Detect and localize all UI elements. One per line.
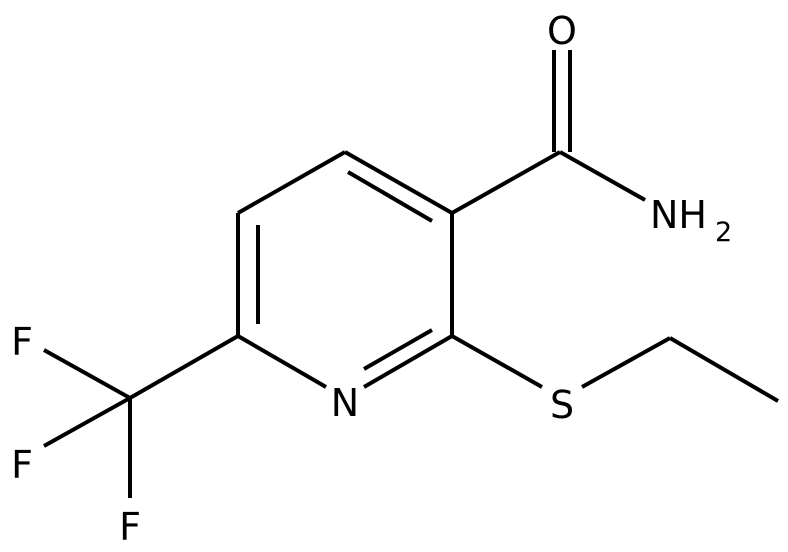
bond-n1-c2: [362, 334, 454, 389]
bond-c2-s: [451, 334, 543, 389]
pyridine-ring: [236, 150, 454, 389]
bond-c4-c5: [237, 150, 346, 215]
ring-nitrogen-label: N: [331, 381, 359, 425]
bond-c-f1: [43, 348, 131, 400]
bond-ch2-ch3: [668, 336, 780, 403]
bond-c4-c3-inner: [346, 170, 434, 223]
fluorine-label-3: F: [119, 505, 141, 549]
bond-carbonyl-n: [559, 150, 646, 202]
oxygen-label: O: [547, 9, 577, 53]
bond-n1-c2-inner: [363, 328, 433, 371]
bond-c-f2: [43, 396, 131, 448]
trifluoromethyl-group: [43, 334, 239, 498]
amide-subscript-label: 2: [715, 217, 732, 248]
fluorine-label-2: F: [11, 443, 33, 487]
amide-nh-label: NH: [650, 193, 707, 237]
ethylthio-group: [451, 334, 780, 403]
bond-c4-c3: [344, 150, 453, 215]
sulfur-label: S: [550, 383, 574, 427]
bond-s-ch2: [581, 336, 671, 389]
fluorine-label-1: F: [11, 320, 33, 364]
carboxamide-group: [451, 50, 646, 215]
bond-c6-n1: [236, 334, 328, 389]
bond-c6-cf3: [129, 334, 239, 400]
bond-c3-carbonyl: [451, 150, 561, 215]
